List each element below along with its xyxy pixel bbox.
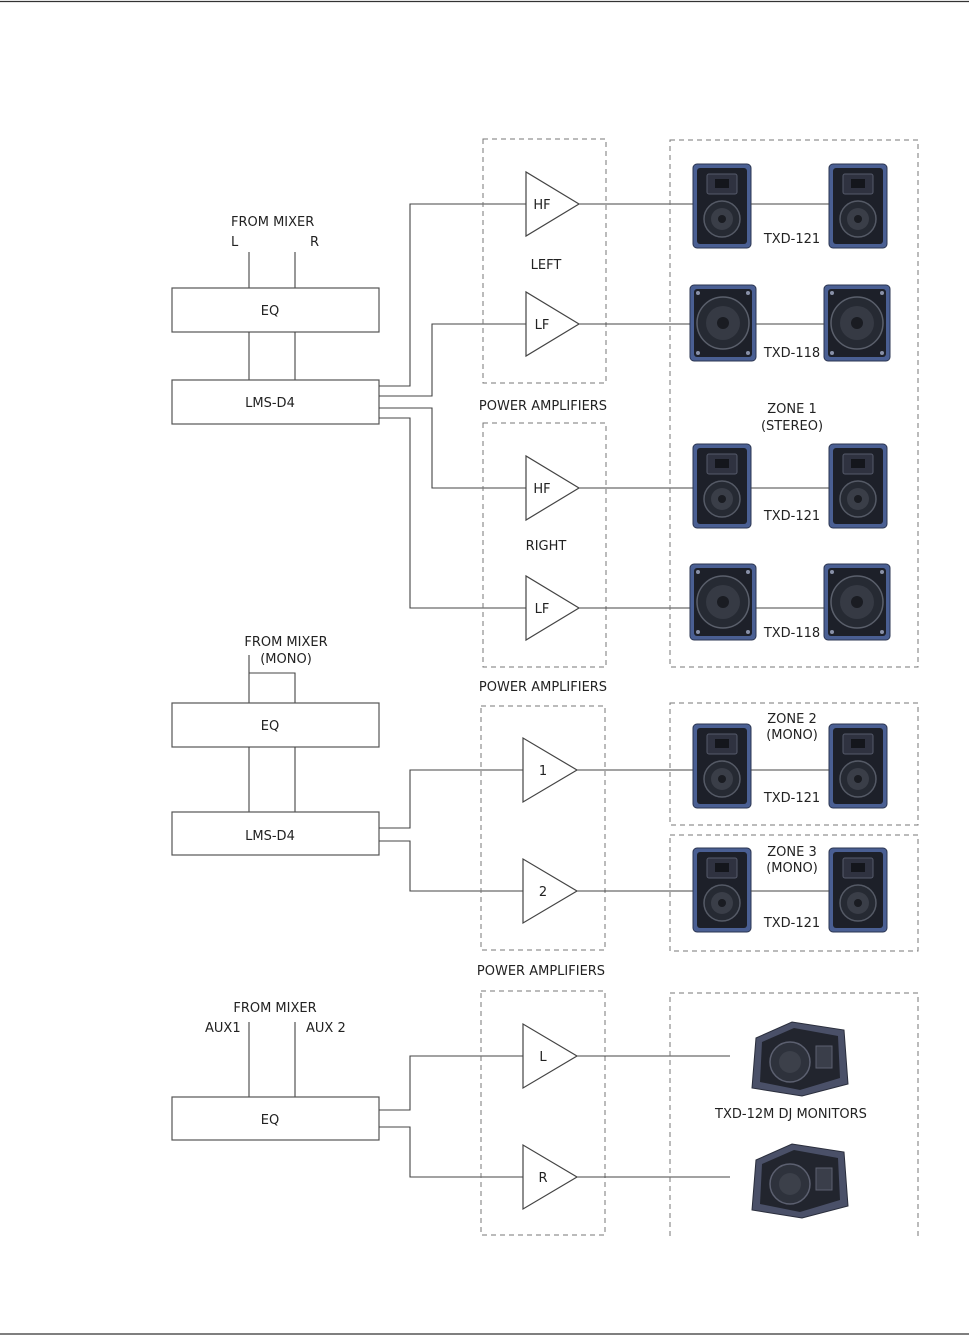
speaker-txd118-icon <box>689 563 757 641</box>
speaker-txd118-icon <box>823 284 891 362</box>
speaker-txd121-icon <box>692 163 752 249</box>
speaker-model-label: TXD-121 <box>763 916 820 931</box>
lms-d4-box <box>171 811 380 856</box>
speaker-model-label: TXD-121 <box>763 232 820 247</box>
from-mixer-label: FROM MIXER <box>231 215 314 230</box>
zone3-box <box>669 834 919 952</box>
amp-group-right <box>482 422 607 668</box>
eq-label: EQ <box>261 304 279 319</box>
eq-box <box>171 287 380 333</box>
monitor-zone-box <box>669 992 919 1236</box>
monitors-label: TXD-12M DJ MONITORS <box>714 1107 867 1122</box>
input-r-label: R <box>310 235 319 250</box>
power-amplifiers-label: POWER AMPLIFIERS <box>477 964 605 979</box>
zone2-subtitle: (MONO) <box>766 728 818 743</box>
speaker-txd121-icon <box>828 163 888 249</box>
speaker-model-label: TXD-118 <box>763 626 820 641</box>
lms-d4-label: LMS-D4 <box>245 396 295 411</box>
amp-group <box>480 990 606 1236</box>
eq-label: EQ <box>261 1113 279 1128</box>
dj-monitor-icon <box>751 1143 849 1219</box>
amp-2-label: 2 <box>539 885 547 900</box>
left-label: LEFT <box>531 258 562 273</box>
speaker-txd121-icon <box>828 443 888 529</box>
aux2-label: AUX 2 <box>306 1021 346 1036</box>
lms-d4-box <box>171 379 380 425</box>
speaker-txd121-icon <box>692 847 752 933</box>
speaker-txd118-icon <box>689 284 757 362</box>
amplifier-l <box>522 1022 579 1090</box>
amplifier-r <box>522 1143 579 1211</box>
right-label: RIGHT <box>526 539 567 554</box>
amp-group-left <box>482 138 607 384</box>
amp-lf-right-label: LF <box>535 602 550 617</box>
zone1-title: ZONE 1 <box>767 402 816 417</box>
power-amplifiers-label: POWER AMPLIFIERS <box>479 680 607 695</box>
amp-1-label: 1 <box>539 764 547 779</box>
amp-r-label: R <box>538 1171 547 1186</box>
speaker-model-label: TXD-118 <box>763 346 820 361</box>
amplifier-lf-right <box>525 574 581 642</box>
zone3-title: ZONE 3 <box>767 845 816 860</box>
input-l-label: L <box>231 235 239 250</box>
amplifier-hf-right <box>525 454 581 522</box>
amp-hf-left-label: HF <box>533 198 550 213</box>
speaker-txd121-icon <box>828 723 888 809</box>
aux1-label: AUX1 <box>205 1021 241 1036</box>
section-dj-monitors: FROM MIXER AUX1 AUX 2 EQ L R TXD-12M DJ … <box>171 990 919 1236</box>
amp-hf-right-label: HF <box>533 482 550 497</box>
speaker-txd121-icon <box>828 847 888 933</box>
speaker-model-label: TXD-121 <box>763 509 820 524</box>
lms-d4-label: LMS-D4 <box>245 829 295 844</box>
from-mixer-label: FROM MIXER <box>233 1001 316 1016</box>
mono-label: (MONO) <box>260 652 312 667</box>
amplifier-2 <box>522 857 579 925</box>
eq-box <box>171 702 380 748</box>
speaker-model-label: TXD-121 <box>763 791 820 806</box>
speaker-txd121-icon <box>692 443 752 529</box>
dj-monitor-icon <box>751 1021 849 1097</box>
amp-group <box>480 705 606 951</box>
zone2-box <box>669 702 919 826</box>
from-mixer-label: FROM MIXER <box>244 635 327 650</box>
speaker-txd121-icon <box>692 723 752 809</box>
zone3-subtitle: (MONO) <box>766 861 818 876</box>
section-zone1: FROM MIXER L R EQ LMS-D4 HF LF LEFT POWE… <box>171 138 919 695</box>
eq-label: EQ <box>261 719 279 734</box>
amp-lf-left-label: LF <box>535 318 550 333</box>
power-amplifiers-label: POWER AMPLIFIERS <box>479 399 607 414</box>
zone1-subtitle: (STEREO) <box>761 419 823 434</box>
zone2-title: ZONE 2 <box>767 712 816 727</box>
eq-box <box>171 1096 380 1141</box>
section-zone2-3: FROM MIXER (MONO) EQ LMS-D4 1 2 POWER AM… <box>171 635 919 979</box>
amplifier-lf-left <box>525 290 581 358</box>
speaker-txd118-icon <box>823 563 891 641</box>
amp-l-label: L <box>539 1050 547 1065</box>
amplifier-hf-left <box>525 170 581 238</box>
amplifier-1 <box>522 736 579 804</box>
